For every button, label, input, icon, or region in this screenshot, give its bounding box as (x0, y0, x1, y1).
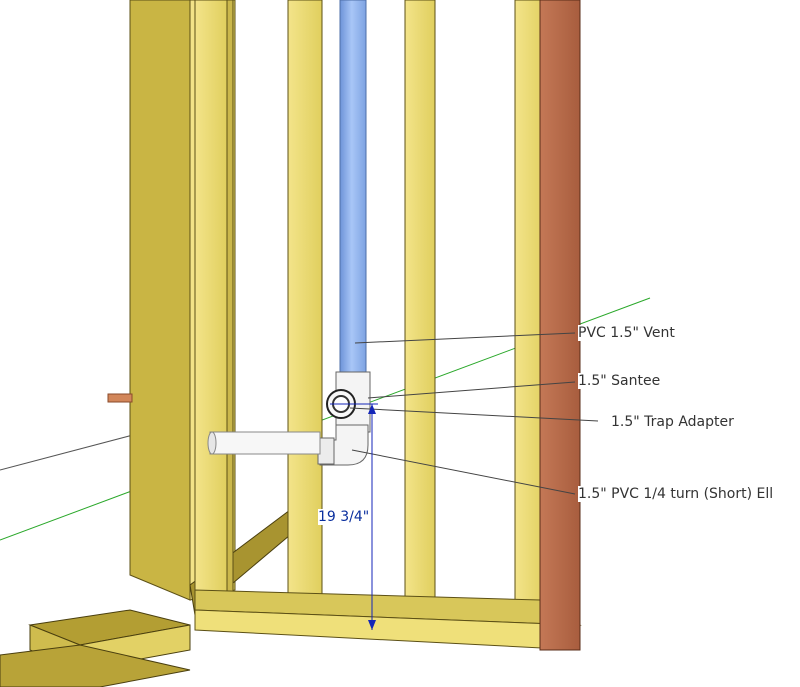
vent-callout: PVC 1.5" Vent (578, 325, 675, 341)
leader-line (354, 332, 576, 344)
drain-pipe (207, 431, 217, 455)
floor-plank (0, 644, 191, 687)
stud (226, 0, 234, 601)
leader-line (349, 407, 599, 422)
leader-line (367, 381, 576, 399)
dimension-label: 19 3/4" (318, 509, 370, 525)
leader-line (351, 449, 576, 495)
drain-pipe (209, 431, 321, 455)
trap-adapter-callout: 1.5" Trap Adapter (611, 414, 734, 430)
santee-callout: 1.5" Santee (578, 373, 661, 389)
ell-callout: 1.5" PVC 1/4 turn (Short) Ell (578, 486, 774, 502)
plywood-panel (539, 0, 581, 651)
dimension-arrow (368, 404, 376, 414)
vent-pipe (339, 0, 367, 381)
left-wall-side (129, 0, 191, 601)
stud (194, 0, 228, 601)
dimension-arrow (368, 620, 376, 630)
stud (287, 0, 323, 606)
stud (404, 0, 436, 613)
copper-stub (107, 393, 133, 403)
